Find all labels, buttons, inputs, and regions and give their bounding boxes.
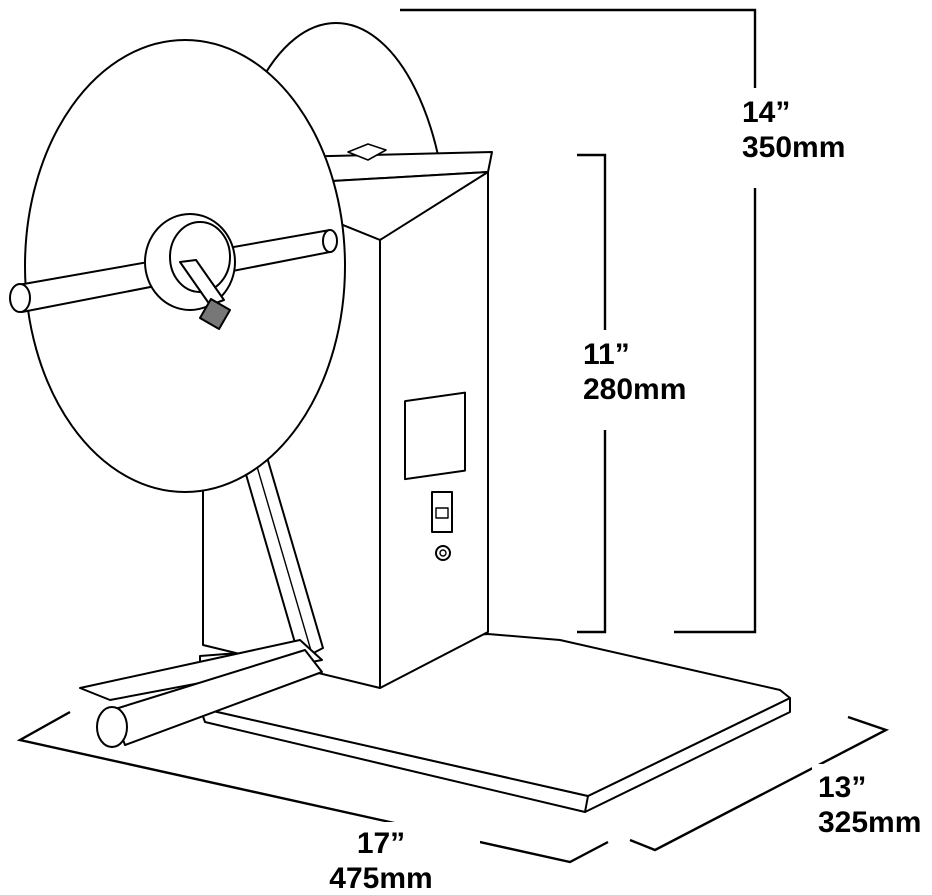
- height-column-label: 11” 280mm: [583, 337, 686, 407]
- height-total-label: 14” 350mm: [742, 95, 845, 165]
- control-knob: [435, 545, 451, 561]
- width-label: 17” 475mm: [296, 826, 466, 895]
- height-total-mm: 350mm: [742, 131, 846, 164]
- width-mm: 475mm: [329, 862, 433, 895]
- depth-mm: 325mm: [818, 806, 922, 839]
- height-column-inches: 11”: [583, 338, 630, 371]
- hub-clamp: [144, 213, 236, 331]
- power-switch: [431, 491, 453, 533]
- height-column-mm: 280mm: [583, 373, 687, 406]
- guide-roller: [79, 639, 323, 748]
- width-inches: 17”: [356, 827, 406, 860]
- depth-inches: 13”: [818, 771, 867, 804]
- depth-label: 13” 325mm: [818, 770, 921, 840]
- top-switch-icon: [347, 143, 387, 161]
- dim-width: [16, 710, 609, 864]
- height-total-inches: 14”: [742, 96, 791, 129]
- dim-depth: [629, 715, 890, 852]
- display-panel: [404, 391, 466, 481]
- dim-height-total: [400, 8, 757, 634]
